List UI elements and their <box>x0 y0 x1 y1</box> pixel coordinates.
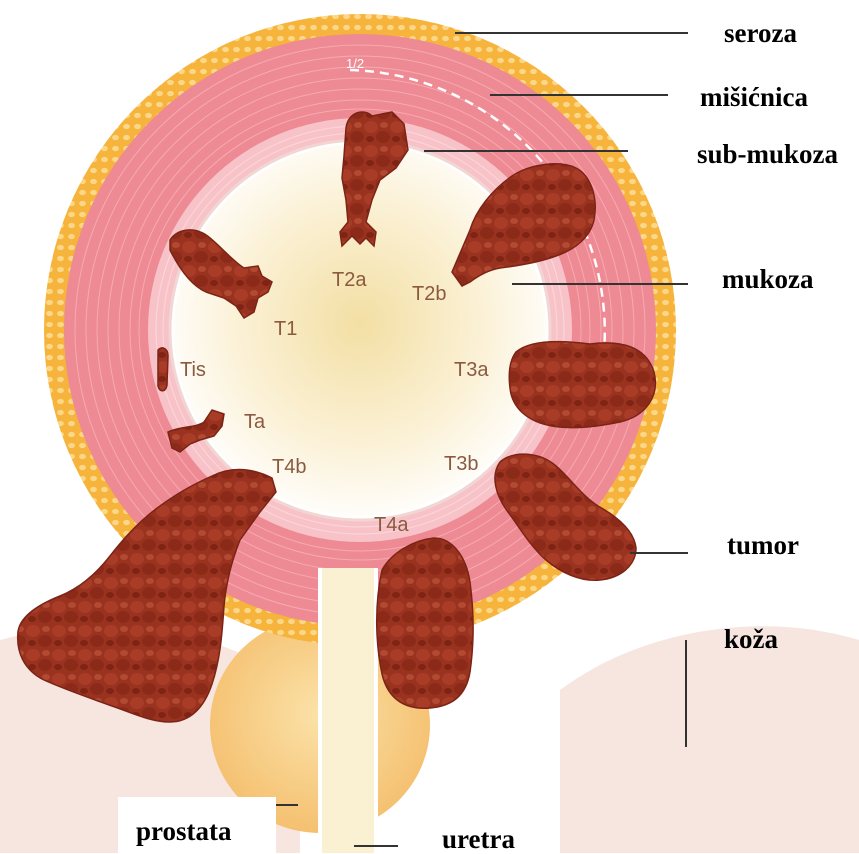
stage-label-t2a: T2a <box>332 269 367 291</box>
stage-label-ta: Ta <box>244 411 266 433</box>
label-uretra: uretra <box>442 826 515 853</box>
label-prostata: prostata <box>136 818 232 845</box>
tumor-t3a <box>509 342 655 428</box>
tumor-t4a <box>377 538 473 708</box>
stage-label-t4a: T4a <box>374 514 409 536</box>
label-mukoza: mukoza <box>722 266 814 293</box>
label-sub-mukoza: sub-mukoza <box>697 141 838 168</box>
label-koza: koža <box>724 626 778 653</box>
stage-label-t1: T1 <box>274 318 297 340</box>
stage-label-t3a: T3a <box>454 359 489 381</box>
urethra <box>320 568 376 853</box>
stage-label-t2b: T2b <box>412 283 446 305</box>
label-misicnica: mišićnica <box>700 84 808 111</box>
label-seroza: seroza <box>724 20 797 47</box>
stage-label-t3b: T3b <box>444 453 478 475</box>
skin-tissue-right <box>560 626 859 853</box>
stage-label-tis: Tis <box>180 359 206 381</box>
stage-label-t4b: T4b <box>272 456 306 478</box>
tumor-tis <box>158 348 168 391</box>
label-tumor: tumor <box>727 532 799 559</box>
half-mark-label: 1/2 <box>346 56 364 71</box>
